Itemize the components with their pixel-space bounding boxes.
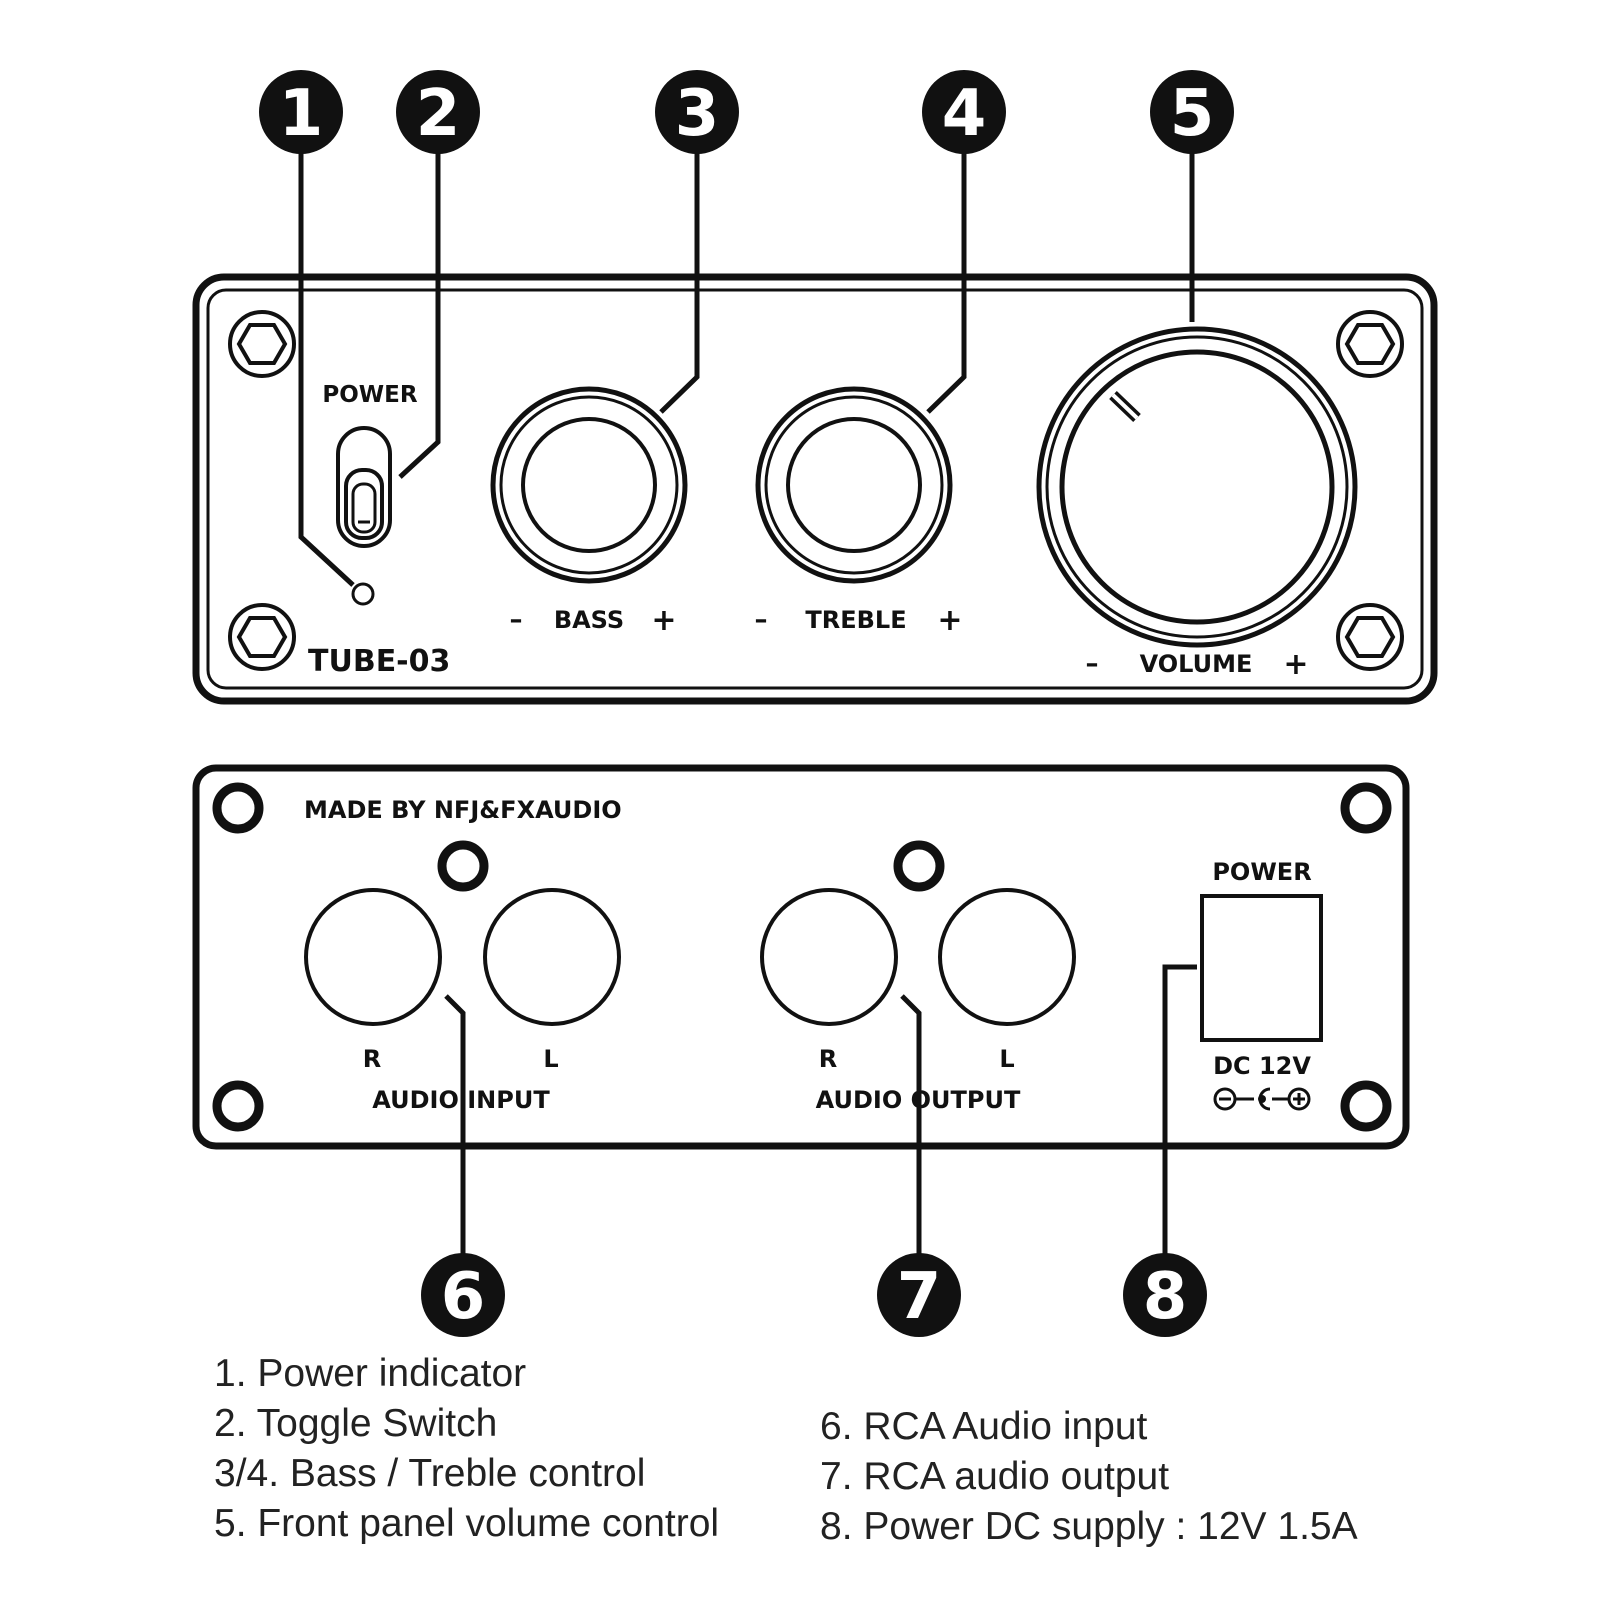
legend-item-2: 2. Toggle Switch xyxy=(214,1402,498,1445)
input-jack-right[interactable] xyxy=(304,888,442,1026)
leader-2 xyxy=(398,112,441,479)
toggle-switch[interactable] xyxy=(336,426,392,548)
callout-2: 2 xyxy=(396,70,480,154)
callout-7: 7 xyxy=(877,1253,961,1337)
treble-minus: – xyxy=(755,605,768,635)
bass-knob[interactable] xyxy=(490,386,688,584)
front-panel: POWER – BASS + – TREBLE + xyxy=(192,273,1438,705)
legend-left: 1. Power indicator 2. Toggle Switch 3/4.… xyxy=(214,1349,719,1549)
rear-power-label: POWER xyxy=(1212,858,1311,886)
bass-minus: – xyxy=(510,605,523,635)
callout-1: 1 xyxy=(259,70,343,154)
svg-text:8: 8 xyxy=(1143,1260,1188,1334)
output-jack-right[interactable] xyxy=(760,888,898,1026)
rear-screw-bottom-left xyxy=(212,1080,264,1132)
output-ground-post xyxy=(893,840,945,892)
volume-label: VOLUME xyxy=(1140,650,1253,678)
model-name: TUBE-03 xyxy=(308,644,450,679)
svg-text:7: 7 xyxy=(897,1260,942,1334)
legend-item-7: 7. RCA audio output xyxy=(820,1455,1170,1498)
output-l-label: L xyxy=(999,1045,1014,1073)
svg-text:2: 2 xyxy=(416,77,461,151)
power-indicator-led xyxy=(351,582,375,606)
callout-5: 5 xyxy=(1150,70,1234,154)
maker-label: MADE BY NFJ&FXAUDIO xyxy=(304,796,622,824)
rear-screw-top-left xyxy=(212,782,264,834)
rear-screw-top-right xyxy=(1340,782,1392,834)
callout-8: 8 xyxy=(1123,1253,1207,1337)
callout-6: 6 xyxy=(421,1253,505,1337)
svg-text:4: 4 xyxy=(942,77,987,151)
leader-7 xyxy=(900,994,922,1287)
legend-item-6: 6. RCA Audio input xyxy=(820,1405,1148,1448)
rear-screw-bottom-right xyxy=(1340,1080,1392,1132)
front-screw-top-right xyxy=(1336,310,1404,378)
volume-minus: – xyxy=(1086,649,1099,679)
legend-item-3-4: 3/4. Bass / Treble control xyxy=(214,1452,646,1495)
front-power-label: POWER xyxy=(322,382,417,408)
input-r-label: R xyxy=(363,1045,381,1073)
front-screw-bottom-left xyxy=(228,603,296,671)
legend-item-8: 8. Power DC supply : 12V 1.5A xyxy=(820,1505,1358,1548)
front-screw-top-left xyxy=(228,310,296,378)
leader-3 xyxy=(659,112,700,414)
leader-4 xyxy=(926,112,967,414)
treble-knob[interactable] xyxy=(755,386,953,584)
callout-badges: 1 2 3 4 5 6 7 8 xyxy=(259,70,1234,1337)
rear-panel: MADE BY NFJ&FXAUDIO R L AUDIO INPUT R L … xyxy=(192,764,1410,1150)
legend-item-5: 5. Front panel volume control xyxy=(214,1502,720,1545)
input-ground-post xyxy=(437,840,489,892)
svg-text:3: 3 xyxy=(675,77,720,151)
volume-knob[interactable] xyxy=(1036,326,1358,648)
input-jack-left[interactable] xyxy=(483,888,621,1026)
svg-text:5: 5 xyxy=(1170,77,1215,151)
bass-label: BASS xyxy=(554,606,624,634)
legend-right: 6. RCA Audio input 7. RCA audio output 8… xyxy=(820,1402,1358,1552)
front-screw-bottom-right xyxy=(1336,603,1404,671)
svg-text:1: 1 xyxy=(279,77,324,151)
leader-6 xyxy=(444,994,466,1287)
dc-12v-label: DC 12V xyxy=(1213,1052,1311,1080)
callout-3: 3 xyxy=(655,70,739,154)
output-r-label: R xyxy=(819,1045,837,1073)
input-l-label: L xyxy=(543,1045,558,1073)
treble-label: TREBLE xyxy=(805,606,906,634)
volume-plus: + xyxy=(1283,647,1308,682)
callout-4: 4 xyxy=(922,70,1006,154)
leader-8 xyxy=(1162,964,1197,1287)
output-jack-left[interactable] xyxy=(938,888,1076,1026)
dc-polarity-icon xyxy=(1213,1087,1311,1111)
leader-1 xyxy=(298,112,355,587)
svg-text:6: 6 xyxy=(441,1260,486,1334)
legend-item-1: 1. Power indicator xyxy=(214,1352,527,1395)
bass-plus: + xyxy=(651,603,676,638)
dc-power-jack[interactable] xyxy=(1200,894,1323,1042)
treble-plus: + xyxy=(937,603,962,638)
